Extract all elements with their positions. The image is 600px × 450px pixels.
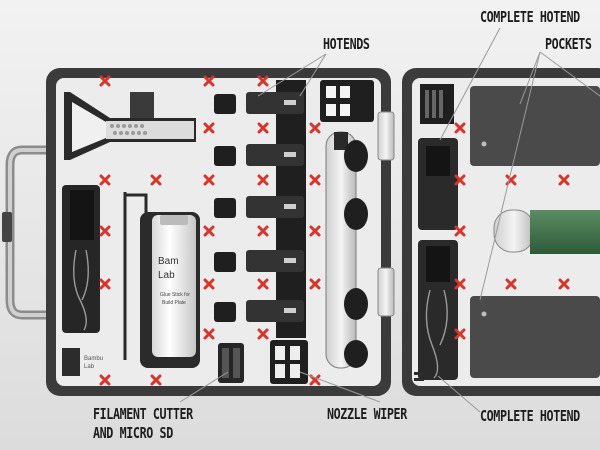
- glue-stick: [152, 215, 196, 357]
- screwdriver: [493, 209, 600, 254]
- complete-hotend-upper: [418, 84, 458, 230]
- callout-lines: [179, 27, 600, 413]
- brand-text-2: Lab: [84, 364, 95, 370]
- micro-sd-slot: [218, 343, 244, 383]
- label-hotends: HOTENDS: [323, 35, 370, 53]
- case-hinges: [377, 111, 395, 317]
- pocket-bottom: [470, 296, 600, 378]
- label-nozzle-wiper: NOZZLE WIPER: [327, 405, 407, 423]
- bottle-small-1: Glue Stick for: [160, 292, 190, 298]
- label-cutter-line-1: FILAMENT CUTTER: [93, 405, 193, 423]
- label-complete-hotend-bottom: COMPLETE HOTEND: [480, 407, 580, 425]
- magnet-markers: [99, 75, 570, 386]
- round-pockets: [344, 140, 368, 368]
- nozzle-wiper-box: [270, 340, 308, 384]
- nozzle-column: [214, 94, 236, 322]
- bottle-small-2: Build Plate: [162, 300, 186, 306]
- bottle-brand-1: Bam: [158, 256, 179, 267]
- case-left-half: Bam Lab Glue Stick for Build Plate Bambu…: [46, 68, 391, 396]
- pocket-top: [470, 86, 600, 166]
- complete-hotend-lower: [418, 240, 458, 380]
- label-pockets: POCKETS: [545, 35, 592, 53]
- label-complete-hotend-top: COMPLETE HOTEND: [480, 8, 580, 26]
- scraper-grip: [110, 124, 147, 135]
- brand-badge: [62, 348, 80, 376]
- blade-box-top: [320, 80, 374, 122]
- label-filament-cutter: FILAMENT CUTTER AND MICRO SD: [93, 405, 193, 443]
- case-handle: [2, 145, 48, 320]
- hotends-column: [246, 80, 306, 338]
- label-cutter-line-2: AND MICRO SD: [93, 424, 173, 442]
- case-right-half: [402, 68, 600, 396]
- bottle-brand-2: Lab: [158, 270, 175, 281]
- vent: [414, 372, 424, 381]
- brand-text-1: Bambu: [84, 356, 103, 362]
